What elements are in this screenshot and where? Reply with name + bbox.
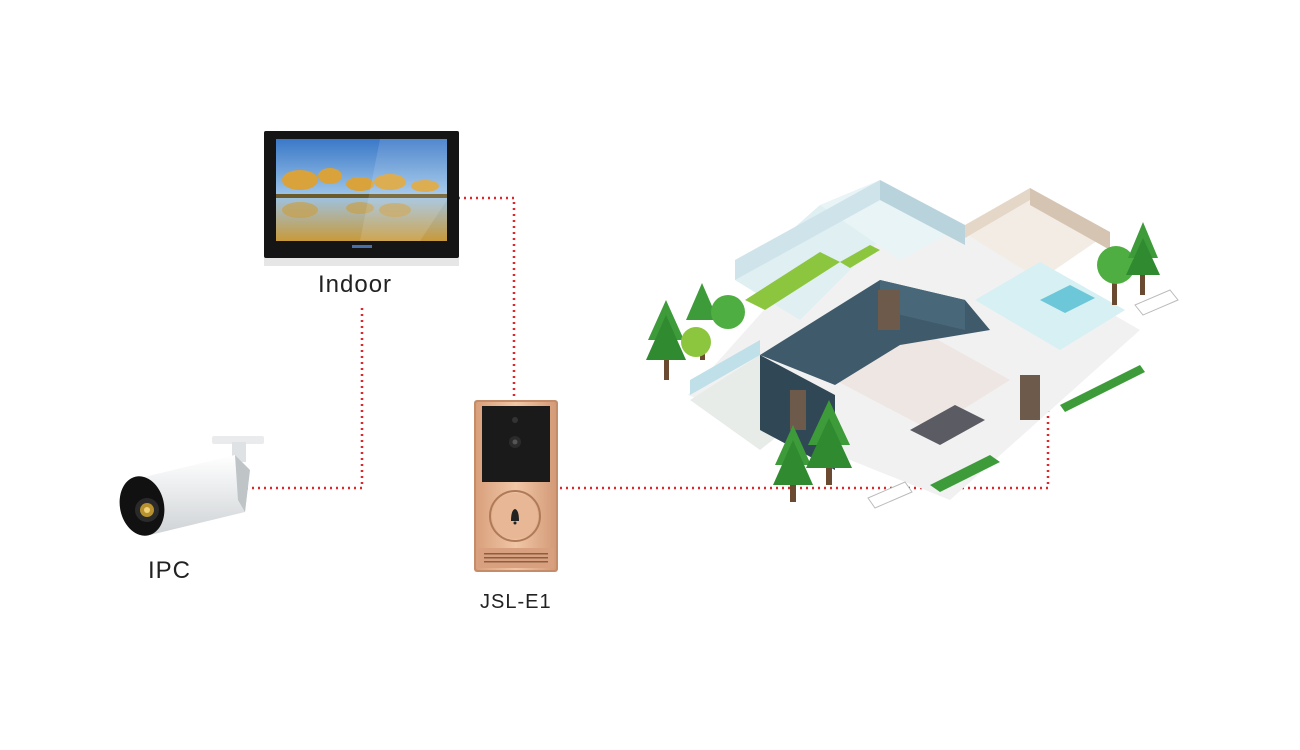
line-doorbell-to-house [560, 392, 1050, 490]
house-icon [688, 180, 1179, 509]
line-indoor-to-doorbell [458, 196, 516, 400]
indoor-label: Indoor [318, 271, 393, 298]
doorbell-label: JSL-E1 [480, 591, 552, 613]
tree-icon [646, 222, 1160, 502]
indoor-monitor-icon [264, 131, 459, 266]
connection-lines [246, 196, 1050, 490]
ipc-label: IPC [148, 557, 192, 584]
line-indoor-to-ipc [246, 308, 364, 490]
video-doorbell-icon [474, 400, 558, 572]
ip-camera-icon [119, 436, 264, 536]
